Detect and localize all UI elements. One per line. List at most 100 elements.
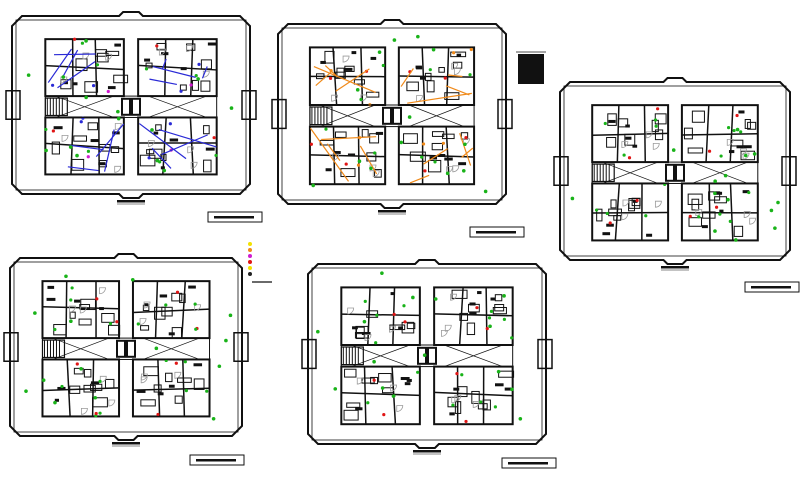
column-marker bbox=[155, 158, 160, 163]
fixture bbox=[444, 92, 460, 100]
door-swing bbox=[356, 377, 364, 385]
column-marker bbox=[79, 366, 83, 371]
annotation-dot bbox=[373, 151, 377, 155]
fixture bbox=[139, 154, 156, 167]
furniture bbox=[169, 138, 179, 142]
plan-title-bar bbox=[661, 266, 689, 269]
fixture bbox=[200, 80, 211, 92]
annotation-dot bbox=[420, 155, 424, 159]
annotation-dot bbox=[656, 107, 660, 111]
lift-shaft bbox=[665, 163, 675, 182]
annotation-dot bbox=[433, 160, 437, 164]
annotation-dot bbox=[423, 169, 427, 173]
annotation-dot bbox=[644, 214, 648, 218]
room-partition bbox=[45, 64, 124, 71]
side-wing-left bbox=[553, 156, 569, 186]
title-block-text bbox=[476, 231, 516, 234]
column-marker bbox=[41, 378, 46, 383]
door-swing bbox=[450, 293, 457, 301]
column-marker bbox=[380, 386, 385, 390]
title-block bbox=[744, 281, 800, 293]
fixture bbox=[179, 84, 187, 91]
annotation-dot bbox=[403, 320, 407, 324]
annotation-dot bbox=[72, 37, 77, 41]
side-wing-left bbox=[5, 90, 21, 120]
fixture bbox=[110, 146, 120, 153]
service-line bbox=[461, 147, 474, 158]
fixture bbox=[92, 397, 108, 408]
side-wing-right bbox=[241, 90, 257, 120]
annotation-dot bbox=[455, 372, 459, 376]
door-swing bbox=[444, 324, 452, 332]
annotation-dot bbox=[627, 156, 632, 160]
fixture bbox=[83, 384, 96, 393]
annotation-dot bbox=[80, 41, 85, 45]
door-swing bbox=[99, 287, 106, 295]
annotation-dot bbox=[487, 316, 492, 320]
staircase bbox=[309, 106, 333, 126]
fixture bbox=[406, 81, 419, 92]
furniture bbox=[188, 285, 196, 289]
furniture bbox=[701, 225, 708, 229]
floor-plan-3 bbox=[553, 77, 797, 271]
column-marker bbox=[671, 148, 676, 152]
door-swing bbox=[749, 217, 757, 225]
fixture bbox=[687, 193, 703, 205]
annotation-dot bbox=[60, 384, 64, 389]
side-wing-left bbox=[301, 338, 317, 370]
column-marker bbox=[510, 387, 514, 392]
door-swing bbox=[695, 209, 703, 217]
column-marker bbox=[743, 153, 748, 158]
column-marker bbox=[399, 140, 404, 145]
door-swing bbox=[158, 48, 166, 56]
door-swing bbox=[454, 394, 462, 402]
service-line bbox=[158, 129, 217, 148]
plan-title-bar bbox=[378, 210, 406, 213]
furniture bbox=[344, 67, 353, 71]
void-cross bbox=[142, 337, 200, 360]
room-partition bbox=[729, 183, 734, 241]
door-swing bbox=[139, 318, 147, 325]
fixture bbox=[460, 132, 469, 140]
fixture bbox=[688, 217, 703, 227]
furniture bbox=[390, 292, 395, 296]
room-partition bbox=[705, 105, 710, 163]
fixture bbox=[498, 370, 515, 378]
service-line bbox=[315, 71, 333, 87]
furniture bbox=[713, 191, 723, 195]
furniture bbox=[743, 145, 752, 149]
room-partition bbox=[434, 391, 513, 397]
door-swing bbox=[81, 407, 88, 415]
title-block-text bbox=[196, 459, 236, 462]
room-partition bbox=[681, 133, 758, 136]
furniture bbox=[325, 168, 332, 172]
column-marker bbox=[61, 75, 66, 79]
annotation-dot bbox=[485, 327, 489, 331]
annotation-dot bbox=[136, 322, 140, 326]
door-swing bbox=[114, 165, 122, 173]
boundary-inner bbox=[9, 253, 243, 441]
service-line bbox=[459, 133, 472, 166]
fixture bbox=[101, 313, 115, 323]
boundary-inner bbox=[307, 259, 547, 449]
annotation-dot bbox=[168, 122, 172, 126]
annotation-dot bbox=[75, 362, 79, 366]
fixture bbox=[691, 110, 705, 123]
annotation-dot bbox=[309, 142, 313, 146]
service-line bbox=[448, 74, 463, 78]
fixture bbox=[466, 322, 476, 336]
furniture bbox=[157, 392, 164, 396]
furniture bbox=[398, 326, 403, 330]
service-line bbox=[445, 85, 470, 96]
fixture bbox=[108, 324, 121, 336]
lift-shaft bbox=[382, 106, 392, 125]
legend-swatch bbox=[248, 242, 252, 246]
title-block bbox=[189, 454, 245, 466]
fixture bbox=[343, 409, 359, 421]
door-swing bbox=[147, 140, 155, 147]
furniture bbox=[98, 162, 106, 166]
column-marker bbox=[735, 127, 740, 132]
parapet-line bbox=[13, 261, 239, 433]
annotation-dot bbox=[475, 306, 479, 310]
parapet-line bbox=[311, 267, 543, 441]
